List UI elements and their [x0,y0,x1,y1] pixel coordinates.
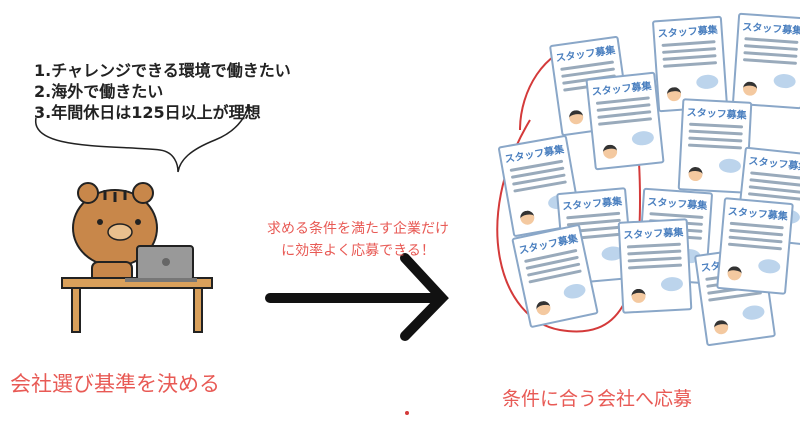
speech-bubble-icon [757,258,781,275]
speech-bubble-icon [631,130,655,147]
poster-title: スタッフ募集 [623,227,684,242]
person-icon [568,109,585,126]
job-poster: スタッフ募集 [731,12,800,110]
poster-title: スタッフ募集 [727,206,789,223]
person-icon [688,166,703,182]
person-icon [726,265,743,281]
poster-title: スタッフ募集 [657,24,719,41]
person-icon [742,81,758,97]
person-icon [631,288,646,304]
person-icon [519,209,536,226]
speech-bubble-icon [773,73,797,89]
poster-title: スタッフ募集 [686,107,747,122]
poster-title: スタッフ募集 [561,196,623,213]
poster-title: スタッフ募集 [591,81,653,99]
caption-right: 条件に合う会社へ応募 [502,388,693,410]
speech-bubble-tail [35,103,249,173]
condition-1: 1.チャレンジできる環境で働きたい [34,61,291,80]
job-poster: スタッフ募集 [716,197,794,295]
person-icon [602,144,618,160]
laptop-icon [125,245,197,282]
poster-title: スタッフ募集 [741,21,800,38]
caption-left: 会社選び基準を決める [10,372,220,396]
person-icon [535,299,552,317]
condition-2: 2.海外で働きたい [34,82,164,101]
speech-text: 1.チャレンジできる環境で働きたい 2.海外で働きたい 3.年間休日は125日以… [34,60,291,123]
speech-bubble-icon [741,304,766,322]
poster-title: スタッフ募集 [747,156,800,174]
person-icon [713,319,730,336]
speech-bubble-icon [660,276,684,292]
desk-icon [61,277,213,333]
job-poster: スタッフ募集 [617,218,693,314]
job-poster: スタッフ募集 [585,71,665,171]
speech-bubble-icon [562,282,587,301]
poster-title: スタッフ募集 [646,196,708,213]
speech-bubble-icon [718,158,742,174]
benefit-note: 求める条件を満たす企業だけ に効率よく応募できる！ [267,221,449,259]
person-icon [666,86,682,102]
boar-icon [72,182,158,285]
condition-3: 3.年間休日は125日以上が理想 [34,103,261,122]
arrow-icon [265,253,449,341]
speech-bubble-icon [695,74,719,90]
